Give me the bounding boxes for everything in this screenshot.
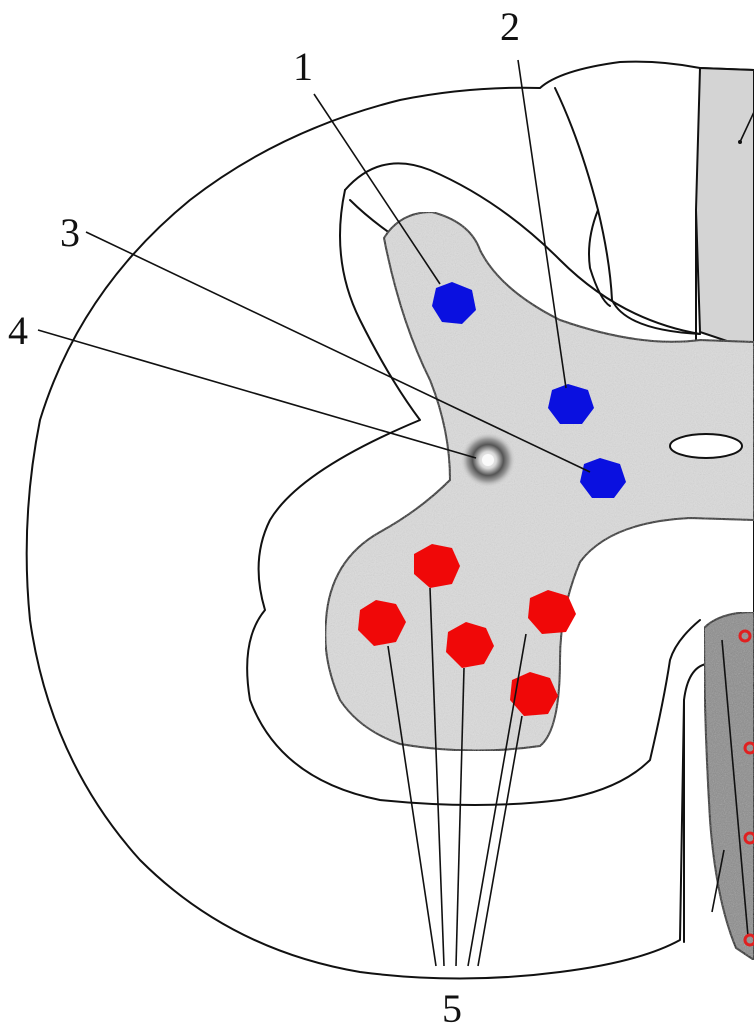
label-1: 1 — [293, 44, 313, 89]
gray-matter — [325, 212, 754, 751]
label-3: 3 — [60, 210, 80, 255]
dorsal-funiculus — [696, 68, 754, 350]
central-canal — [670, 434, 742, 458]
dorsal-column-outline — [555, 88, 700, 334]
label-5: 5 — [442, 986, 462, 1030]
structure-4-core — [482, 454, 494, 466]
leader-5e — [478, 716, 522, 966]
label-4: 4 — [8, 308, 28, 353]
dorsal-funiculus-dot — [738, 140, 742, 144]
leader-4 — [38, 330, 476, 458]
leader-1 — [314, 94, 440, 284]
label-2: 2 — [500, 4, 520, 49]
ventral-funiculus — [704, 612, 754, 960]
